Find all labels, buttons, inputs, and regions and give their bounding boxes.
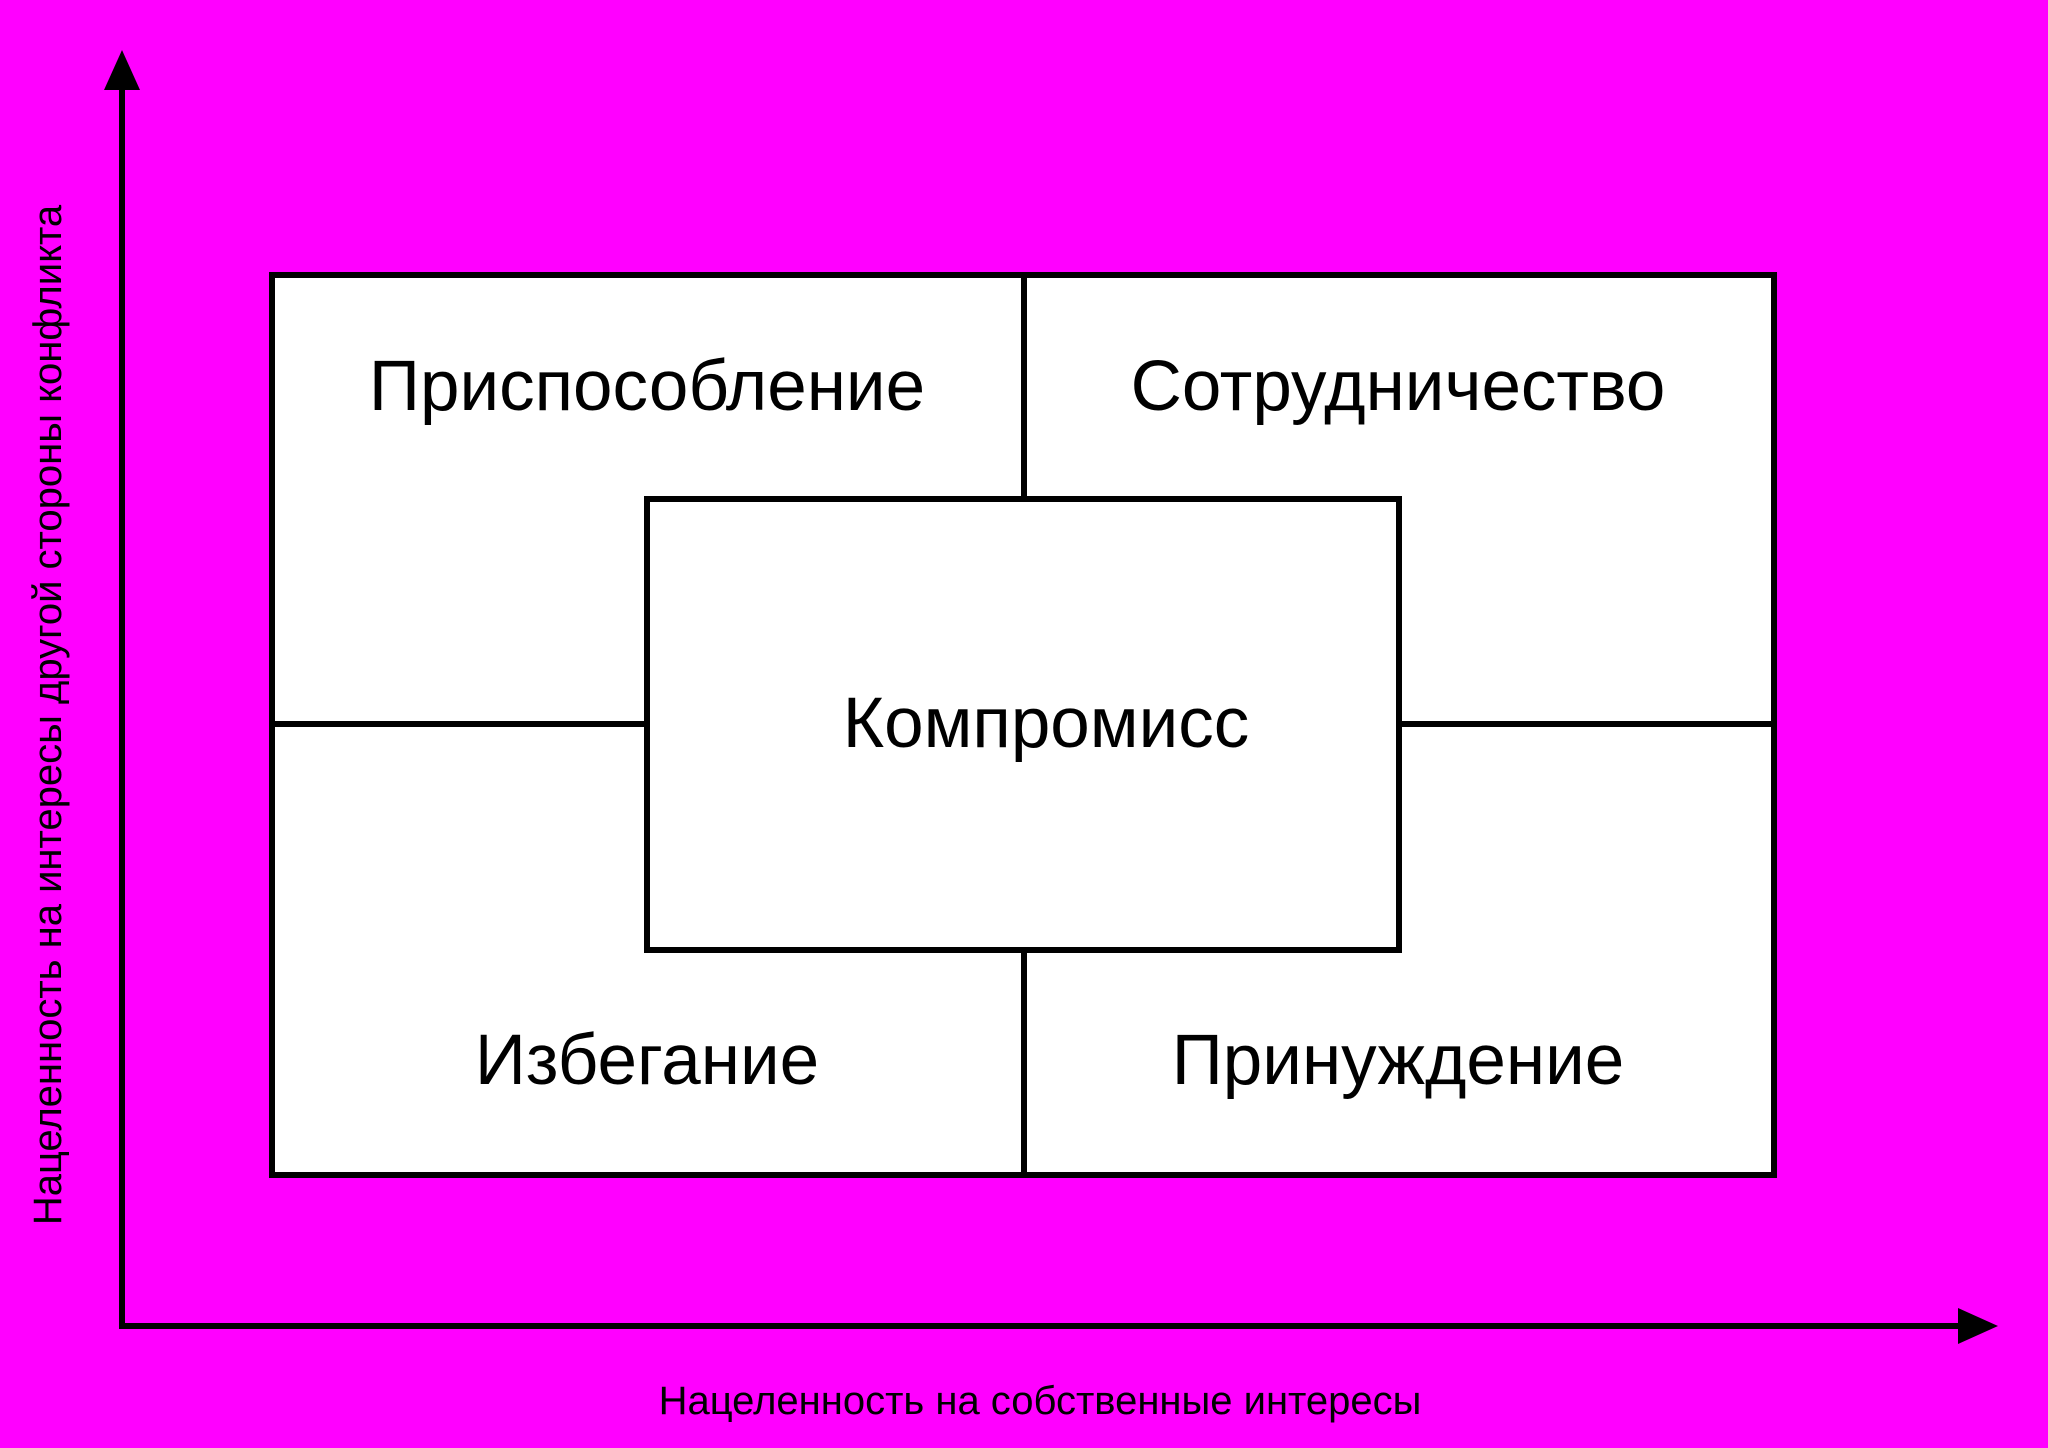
cell-top-left-label: Приспособление	[369, 347, 925, 426]
center-box	[644, 496, 1402, 953]
y-axis-arrowhead	[104, 50, 140, 90]
cell-bottom-right-label: Принуждение	[1172, 1021, 1624, 1100]
x-axis-arrowhead	[1958, 1308, 1998, 1344]
y-axis-label: Нацеленность на интересы другой стороны …	[26, 204, 70, 1225]
quadrant-grid	[269, 272, 1777, 1178]
cell-bottom-left-label: Избегание	[475, 1021, 819, 1100]
cell-top-right-label: Сотрудничество	[1131, 347, 1666, 426]
axes	[104, 50, 1998, 1344]
cell-center-label: Компромисс	[843, 684, 1250, 763]
x-axis-label: Нацеленность на собственные интересы	[659, 1379, 1422, 1423]
